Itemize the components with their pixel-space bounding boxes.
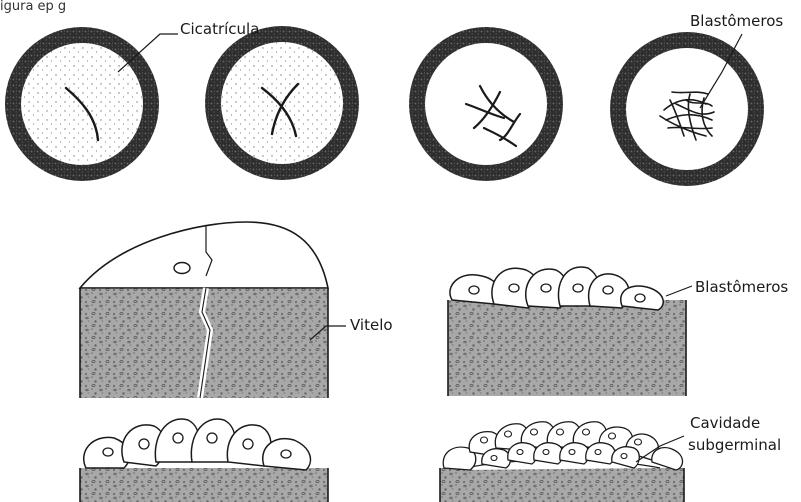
dome-section bbox=[80, 222, 328, 398]
label-cavidade-line1: Cavidade bbox=[690, 414, 760, 432]
label-cavidade-line2: subgerminal bbox=[688, 436, 781, 454]
blastoderm-middle bbox=[80, 419, 328, 502]
label-cicatricula: Cicatrícula bbox=[180, 20, 259, 38]
disc-1 bbox=[5, 27, 159, 181]
label-blastomeros-mid: Blastômeros bbox=[695, 278, 788, 296]
blastoderm-late bbox=[440, 422, 684, 502]
blastoderm-early bbox=[448, 267, 686, 396]
label-blastomeros-top: Blastômeros bbox=[690, 12, 783, 30]
label-vitelo: Vitelo bbox=[350, 316, 393, 334]
cropped-caption: igura ep g bbox=[0, 0, 66, 14]
leader-blastomeros-mid bbox=[666, 286, 692, 296]
disc-3 bbox=[409, 27, 563, 181]
disc-4 bbox=[610, 32, 764, 186]
disc-2 bbox=[205, 26, 359, 180]
